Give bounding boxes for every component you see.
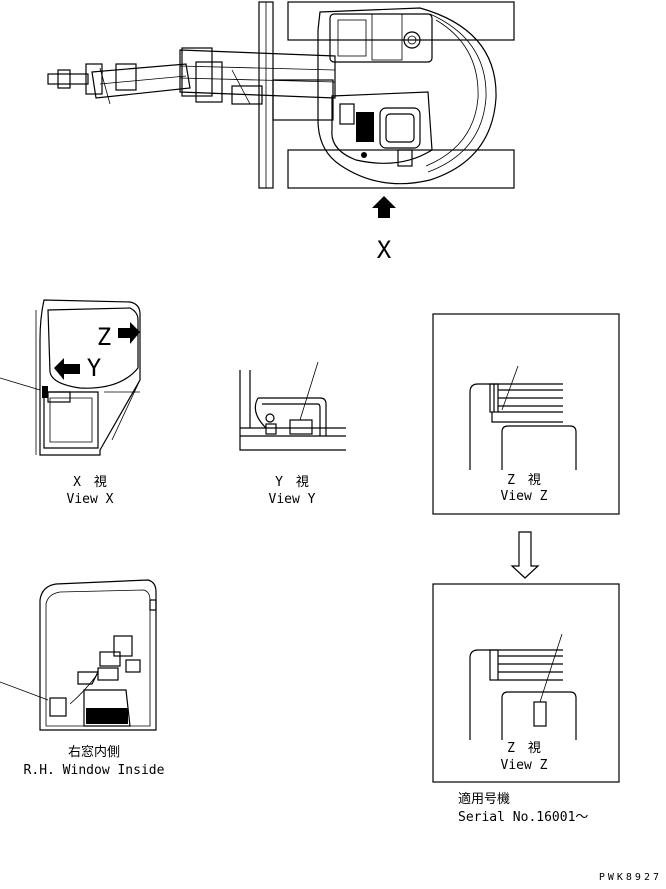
cab-outline [331, 91, 433, 164]
cab-side-outline [39, 579, 157, 731]
caution-label [49, 697, 67, 717]
up-arrow-icon [372, 196, 396, 218]
drawing-code: PWK8927 [599, 872, 662, 883]
machine-top-view [47, 1, 515, 189]
view-y: Y 視 View Y [239, 361, 346, 507]
view-z-before: Z 視 View Z [432, 313, 620, 515]
boom [179, 49, 336, 99]
arm [91, 63, 191, 99]
right-arrow-icon [118, 322, 140, 344]
leader-line [539, 633, 563, 703]
revolving-frame [317, 7, 497, 185]
rh-window-title-jp: 右窓内側 [68, 744, 120, 760]
view-z-after: Z 視 View Z [432, 583, 620, 783]
serial-label-jp: 適用号機 [458, 791, 510, 807]
caution-label [533, 701, 547, 727]
view-z-after-title-en: View Z [501, 758, 548, 773]
direction-letter-x: X [377, 236, 392, 264]
view-z-before-title-en: View Z [501, 489, 548, 504]
view-x-title-jp: X 視 [73, 475, 107, 490]
rh-window-inside: 右窓内側 R.H. Window Inside [0, 579, 165, 778]
left-arrow-icon [54, 358, 80, 380]
view-z-before-title-jp: Z 視 [507, 473, 541, 488]
front-window [47, 307, 139, 389]
lower-track [287, 149, 515, 189]
view-x-direction-arrow: X [372, 196, 396, 264]
leader-line [0, 681, 49, 701]
view-x-title-en: View X [67, 492, 114, 507]
rh-window-title-en: R.H. Window Inside [24, 763, 165, 778]
view-y-title-jp: Y 視 [275, 475, 309, 490]
upper-track [287, 1, 515, 41]
view-frame [432, 583, 620, 783]
view-x: Z Y X 視 View X [0, 299, 141, 507]
view-z-after-title-jp: Z 視 [507, 741, 541, 756]
down-arrow-icon [510, 531, 540, 579]
caution-label [289, 419, 313, 435]
leader-line [0, 377, 41, 391]
cab-front-outline [39, 299, 141, 456]
transition-arrow [510, 531, 540, 579]
view-frame [432, 313, 620, 515]
view-x-letter-y: Y [87, 354, 102, 382]
leader-line [501, 365, 519, 411]
view-x-letter-z: Z [97, 323, 111, 351]
lower-window [43, 391, 99, 449]
serial-label-en: Serial No.16001〜 [458, 810, 588, 825]
view-y-title-en: View Y [269, 492, 316, 507]
leader-line [299, 361, 319, 421]
